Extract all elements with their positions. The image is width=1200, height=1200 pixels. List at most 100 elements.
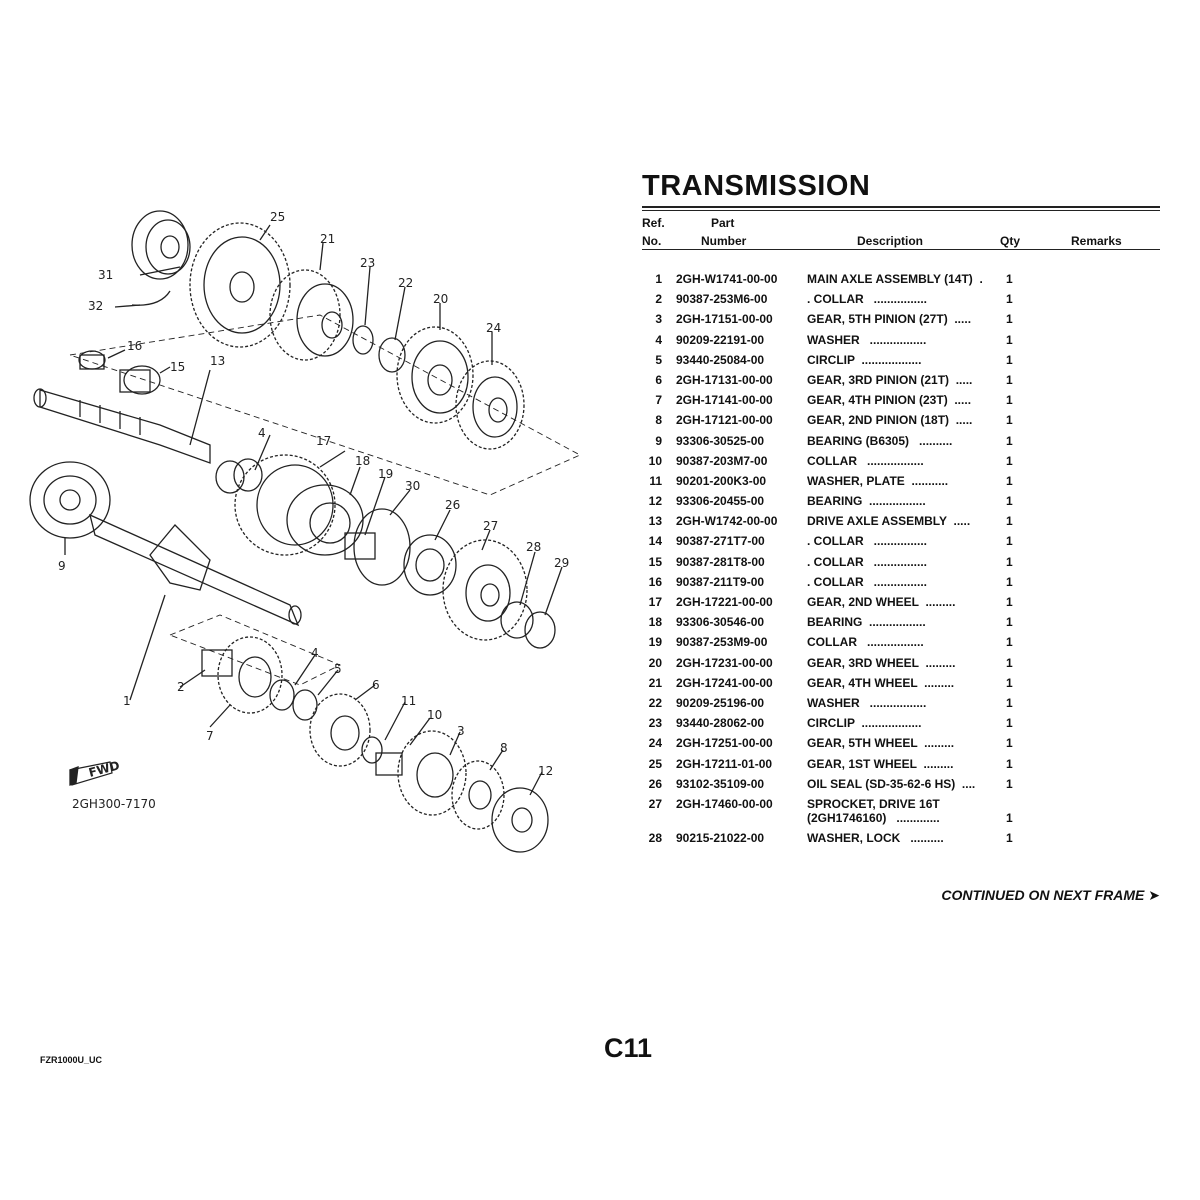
- col-remarks-header: Remarks: [1071, 234, 1122, 248]
- part-qty: 1: [1006, 810, 1013, 825]
- part-qty: 1: [1006, 352, 1013, 367]
- part-number: 90387-203M7-00: [676, 453, 768, 468]
- page-code: C11: [604, 1033, 653, 1063]
- part-number: 90387-253M9-00: [676, 635, 768, 650]
- part-ref: 22: [648, 695, 662, 710]
- col-description-header: Description: [857, 234, 924, 248]
- part-description: GEAR, 5TH PINION (27T) .....: [807, 312, 972, 327]
- part-description: SPROCKET, DRIVE 16T (2GH1746160) .......…: [807, 796, 940, 825]
- ref-number: 7: [206, 729, 214, 743]
- part-number: 93306-30546-00: [676, 615, 765, 630]
- part-number: 90209-25196-00: [676, 695, 765, 710]
- part-number: 90387-281T8-00: [676, 554, 765, 569]
- part-description: MAIN AXLE ASSEMBLY (14T) .: [807, 272, 983, 286]
- part-qty: 1: [1006, 695, 1013, 710]
- col-ref-header-1: Ref.: [642, 216, 665, 230]
- part-number: 2GH-17460-00-00: [676, 796, 773, 811]
- part-ref: 27: [648, 796, 662, 811]
- ref-number: 22: [398, 276, 413, 290]
- part-description: WASHER, PLATE ...........: [807, 473, 949, 488]
- part-description: GEAR, 5TH WHEEL .........: [807, 736, 955, 751]
- part-ref: 26: [648, 776, 662, 791]
- part-ref: 14: [648, 534, 662, 549]
- part-qty: 1: [1006, 453, 1013, 468]
- part-description: GEAR, 3RD WHEEL .........: [807, 655, 956, 670]
- part-description: . COLLAR ................: [807, 574, 928, 589]
- part-description: GEAR, 1ST WHEEL .........: [807, 756, 954, 771]
- part-qty: 1: [1006, 312, 1013, 327]
- ref-number: 17: [316, 434, 331, 448]
- part-row: 25 2GH-17211-01-00 GEAR, 1ST WHEEL .......…: [642, 757, 1160, 777]
- part-number: 90387-253M6-00: [676, 292, 768, 307]
- part-row: 1 2GH-W1741-00-00 MAIN AXLE ASSEMBLY (14T)…: [642, 272, 1160, 292]
- part-description: GEAR, 2ND PINION (18T) .....: [807, 413, 973, 428]
- part-ref: 5: [655, 352, 662, 367]
- part-ref: 20: [648, 655, 662, 670]
- part-ref: 24: [648, 736, 662, 751]
- part-qty: 1: [1006, 756, 1013, 771]
- part-number: 90387-271T7-00: [676, 534, 765, 549]
- part-qty: 1: [1006, 272, 1013, 286]
- part-qty: 1: [1006, 494, 1013, 509]
- part-description: BEARING .................: [807, 615, 926, 630]
- ref-number: 23: [360, 256, 375, 270]
- part-ref: 28: [648, 830, 662, 845]
- ref-number: 8: [500, 741, 508, 755]
- part-qty: 1: [1006, 393, 1013, 408]
- part-number: 93102-35109-00: [676, 776, 765, 791]
- part-ref: 25: [648, 756, 662, 771]
- part-number: 2GH-17231-00-00: [676, 655, 773, 670]
- part-number: 2GH-W1741-00-00: [676, 272, 778, 286]
- ref-number: 3: [457, 724, 465, 738]
- part-ref: 1: [655, 272, 662, 286]
- part-description: CIRCLIP ..................: [807, 716, 922, 731]
- part-qty: 1: [1006, 595, 1013, 609]
- part-number: 2GH-17211-01-00: [676, 756, 773, 771]
- part-number: 2GH-17131-00-00: [676, 372, 773, 387]
- part-qty: 1: [1006, 736, 1013, 751]
- part-qty: 1: [1006, 372, 1013, 387]
- part-description: . COLLAR ................: [807, 292, 928, 307]
- part-ref: 7: [655, 393, 662, 408]
- part-number: 2GH-17121-00-00: [676, 413, 773, 428]
- part-ref: 13: [648, 514, 662, 529]
- part-number: 2GH-17151-00-00: [676, 312, 773, 327]
- part-description: CIRCLIP ..................: [807, 352, 922, 367]
- part-ref: 23: [648, 716, 662, 731]
- ref-number: 21: [320, 232, 335, 246]
- ref-number: 10: [427, 708, 442, 722]
- header-rule: [642, 249, 1160, 250]
- part-description: WASHER, LOCK ..........: [807, 830, 944, 845]
- ref-number: 27: [483, 519, 498, 533]
- page-title: TRANSMISSION: [642, 170, 871, 202]
- part-qty: 1: [1006, 332, 1013, 347]
- ref-number: 6: [372, 678, 380, 692]
- ref-number: 19: [378, 467, 393, 481]
- col-part-header-1: Part: [711, 216, 735, 230]
- part-qty: 1: [1006, 716, 1013, 731]
- part-ref: 15: [648, 554, 662, 569]
- ref-number: 13: [210, 354, 225, 368]
- part-number: 2GH-17241-00-00: [676, 675, 773, 690]
- col-ref-header-2: No.: [642, 234, 662, 248]
- part-qty: 1: [1006, 433, 1013, 448]
- part-description: COLLAR .................: [807, 635, 924, 650]
- part-number: 93306-20455-00: [676, 494, 765, 509]
- part-ref: 3: [655, 312, 662, 327]
- part-description: . COLLAR ................: [807, 534, 928, 549]
- part-description: . COLLAR ................: [807, 554, 928, 569]
- part-qty: 1: [1006, 574, 1013, 589]
- ref-number: 31: [98, 268, 113, 282]
- part-ref: 17: [648, 595, 662, 609]
- part-description: GEAR, 2ND WHEEL .........: [807, 595, 956, 609]
- part-number: 90209-22191-00: [676, 332, 765, 347]
